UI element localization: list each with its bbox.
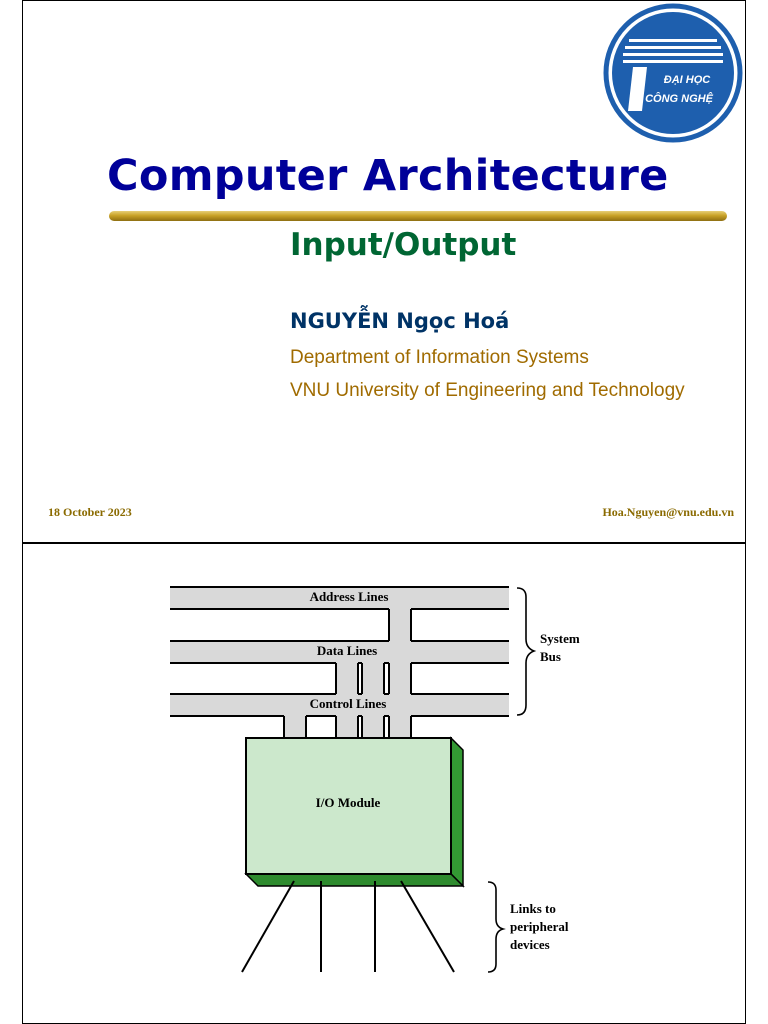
university-logo: ĐẠI HỌC CÔNG NGHỆ xyxy=(603,3,743,143)
system-bus-brace xyxy=(516,587,537,716)
io-module-slide: Address Lines Data Lines Control Lines xyxy=(22,543,746,1024)
slide-title: Computer Architecture xyxy=(107,151,669,201)
data-lines-band: Data Lines xyxy=(170,640,509,664)
bus-connectors xyxy=(283,597,412,739)
title-slide: ĐẠI HỌC CÔNG NGHỆ Computer Architecture … xyxy=(22,0,746,543)
logo-text-line2: CÔNG NGHỆ xyxy=(645,92,714,105)
slide-subtitle: Input/Output xyxy=(290,227,517,263)
department-text: Department of Information Systems xyxy=(290,347,589,368)
data-lines-label: Data Lines xyxy=(317,643,377,658)
links-label-line3: devices xyxy=(510,937,550,952)
control-lines-band: Control Lines xyxy=(170,693,509,717)
author-name: NGUYỄN Ngọc Hoá xyxy=(290,309,510,333)
university-text: VNU University of Engineering and Techno… xyxy=(290,380,685,401)
footer-date: 18 October 2023 xyxy=(48,505,132,519)
control-lines-label: Control Lines xyxy=(310,696,387,711)
io-module-label: I/O Module xyxy=(316,795,381,810)
footer-email: Hoa.Nguyen@vnu.edu.vn xyxy=(602,505,734,519)
peripheral-link xyxy=(241,880,295,973)
system-bus-label-line2: Bus xyxy=(540,649,561,664)
address-connector xyxy=(388,597,412,739)
io-module-box: I/O Module xyxy=(244,736,465,888)
links-label-line2: peripheral xyxy=(510,919,569,934)
address-lines-band: Address Lines xyxy=(170,586,509,610)
peripheral-links xyxy=(241,880,455,973)
title-underline-bar xyxy=(109,211,727,221)
logo-text-line1: ĐẠI HỌC xyxy=(664,74,712,86)
address-lines-label: Address Lines xyxy=(310,589,389,604)
links-brace xyxy=(487,881,506,973)
peripheral-link xyxy=(400,880,455,973)
links-label-line1: Links to xyxy=(510,901,556,916)
system-bus-label-line1: System xyxy=(540,631,580,646)
io-module-diagram: Address Lines Data Lines Control Lines xyxy=(170,586,580,973)
